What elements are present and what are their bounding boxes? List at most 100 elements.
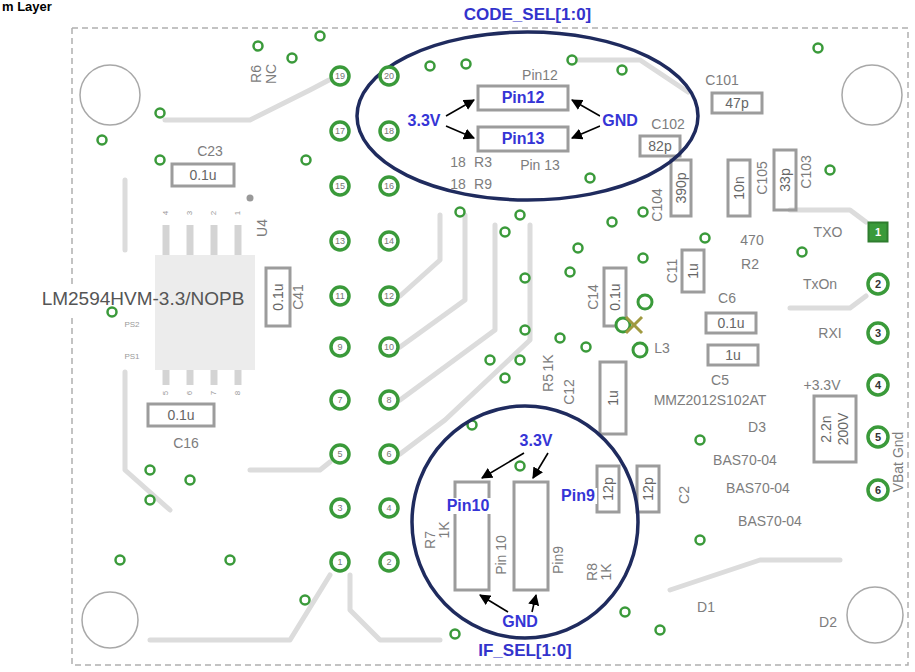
ic-pin bbox=[187, 370, 194, 385]
mounting-hole bbox=[847, 587, 903, 643]
via bbox=[501, 374, 510, 383]
component-value: 12p bbox=[641, 477, 655, 500]
silkscreen-label: 1K bbox=[599, 563, 613, 580]
jumper-pad bbox=[478, 86, 568, 110]
copper-trace bbox=[125, 372, 170, 510]
mounting-hole bbox=[842, 65, 902, 125]
silkscreen-label: U4 bbox=[255, 219, 269, 237]
via bbox=[156, 109, 165, 118]
pointer-arrow bbox=[572, 126, 600, 138]
component-pad bbox=[671, 160, 691, 216]
silkscreen-label: Pin 10 bbox=[494, 535, 508, 575]
pointer-arrow bbox=[572, 100, 600, 116]
header-pin: 2 bbox=[378, 551, 400, 573]
pin-ring bbox=[380, 553, 398, 571]
pin-number: 17 bbox=[335, 127, 345, 136]
pin-number: 13 bbox=[335, 237, 345, 246]
pad-number: 5 bbox=[162, 391, 170, 395]
header-pin: 5 bbox=[329, 443, 351, 465]
silkscreen-label: R6 bbox=[249, 65, 263, 83]
pin-number: 5 bbox=[337, 450, 342, 459]
header-pin: 4 bbox=[866, 373, 890, 397]
silkscreen-label: C101 bbox=[705, 73, 738, 87]
pin-ring bbox=[380, 122, 398, 140]
via-group bbox=[98, 32, 835, 639]
pin-number: 14 bbox=[384, 237, 394, 246]
via bbox=[456, 208, 465, 217]
via bbox=[621, 608, 630, 617]
annotation-label: 3.3V bbox=[518, 433, 555, 449]
ic-pin bbox=[187, 225, 194, 255]
header-pin: 16 bbox=[378, 175, 400, 197]
annotation-label: GND bbox=[500, 614, 540, 630]
component-pad bbox=[728, 160, 750, 216]
silkscreen-label: C41 bbox=[291, 284, 305, 310]
pin-ring bbox=[868, 274, 888, 294]
via bbox=[521, 274, 530, 283]
pad-number: 3 bbox=[186, 211, 194, 215]
pointer-arrow bbox=[533, 453, 548, 478]
via bbox=[98, 136, 107, 145]
via bbox=[226, 556, 235, 565]
copper-trace bbox=[400, 215, 465, 347]
silkscreen-label: BAS70-04 bbox=[738, 514, 802, 528]
pad-group bbox=[148, 86, 856, 590]
silkscreen-label: R9 bbox=[474, 177, 492, 191]
silkscreen-label: C23 bbox=[197, 144, 223, 158]
pin-ring bbox=[380, 67, 398, 85]
component-value: 1u bbox=[686, 263, 700, 279]
copper-trace bbox=[123, 180, 128, 250]
pad-number: 2 bbox=[210, 211, 218, 215]
pin-square bbox=[869, 223, 888, 242]
via bbox=[701, 234, 710, 243]
component-pad bbox=[706, 313, 756, 333]
pin-number: 3 bbox=[337, 504, 342, 513]
pin-number: 11 bbox=[335, 292, 344, 301]
copper-trace bbox=[250, 462, 330, 470]
silkscreen-label: 18 bbox=[450, 177, 466, 191]
pin-ring bbox=[868, 375, 888, 395]
via bbox=[516, 211, 525, 220]
via bbox=[556, 334, 565, 343]
silkscreen-label: D2 bbox=[819, 615, 837, 629]
via bbox=[798, 248, 807, 257]
silkscreen-label: R8 bbox=[585, 563, 599, 581]
callout-ellipse-outline bbox=[357, 32, 698, 200]
via bbox=[116, 556, 125, 565]
copper-trace bbox=[400, 225, 495, 400]
pad-number: 4 bbox=[162, 211, 170, 215]
header-pin: 17 bbox=[329, 120, 351, 142]
header-pin: 10 bbox=[378, 336, 400, 358]
test-ring bbox=[638, 295, 652, 309]
pin-number: 20 bbox=[384, 72, 394, 81]
pin-ring bbox=[331, 553, 349, 571]
pin-number: 4 bbox=[875, 380, 881, 391]
copper-trace bbox=[790, 296, 866, 308]
jumper-pad bbox=[514, 482, 548, 590]
pin-ring bbox=[868, 323, 888, 343]
pin-ring bbox=[331, 499, 349, 517]
copper-trace bbox=[150, 575, 330, 640]
via bbox=[301, 596, 310, 605]
header-pin: 5 bbox=[866, 425, 890, 449]
arrow-group bbox=[446, 100, 600, 612]
pin-ring bbox=[380, 499, 398, 517]
annotation-label: 3.3V bbox=[406, 113, 443, 129]
header-pin: 3 bbox=[329, 497, 351, 519]
silkscreen-label: C102 bbox=[651, 117, 684, 131]
silkscreen-label: Pin12 bbox=[522, 68, 558, 82]
ic-pin bbox=[163, 225, 170, 255]
annotation-label: Pin13 bbox=[500, 131, 547, 147]
silkscreen-label: C5 bbox=[711, 373, 729, 387]
silkscreen-label: C16 bbox=[173, 436, 199, 450]
pin-ring bbox=[331, 338, 349, 356]
silkscreen-label: 1K bbox=[541, 354, 555, 371]
annotation-label: Pin9 bbox=[559, 488, 597, 504]
via bbox=[462, 60, 471, 69]
pin-ring bbox=[380, 391, 398, 409]
header-pin: 19 bbox=[329, 65, 351, 87]
pin-number: 1 bbox=[875, 227, 881, 238]
pin-number: 12 bbox=[384, 292, 394, 301]
pin-number: 4 bbox=[386, 504, 391, 513]
component-value: 33p bbox=[778, 168, 792, 191]
